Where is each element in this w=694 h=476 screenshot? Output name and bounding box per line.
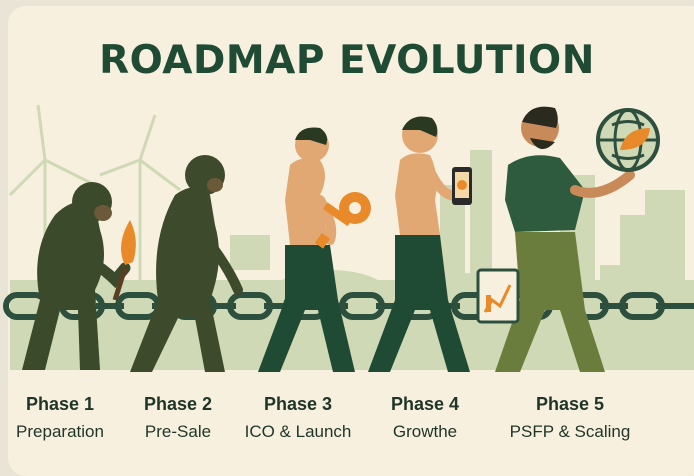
phase-number: Phase 2 (143, 394, 213, 414)
evolution-illustration (3, 104, 694, 372)
human-with-key-icon (258, 127, 371, 372)
phase-name: Growthe (392, 422, 458, 441)
early-hominid-icon (130, 155, 243, 372)
phase-number: Phase 5 (535, 394, 605, 414)
globe-icon (596, 108, 660, 172)
key-icon (314, 192, 371, 249)
man-with-globe-icon (476, 106, 660, 372)
growth-chart-icon (476, 268, 520, 324)
phase-number: Phase 4 (390, 394, 460, 414)
phase-number: Phase 3 (263, 394, 333, 414)
ape-with-torch-icon (22, 182, 136, 370)
phase-number: Phase 1 (25, 394, 95, 414)
phase-name: PSFP & Scaling (509, 422, 631, 441)
phase-name: ICO & Launch (244, 422, 352, 441)
solar-panel-icon (230, 235, 270, 270)
phase-5: Phase 5 PSFP & Scaling (495, 393, 645, 443)
phase-name: Pre-Sale (144, 422, 212, 441)
phase-2: Phase 2 Pre-Sale (128, 393, 228, 443)
phase-1: Phase 1 Preparation (10, 393, 110, 443)
phase-name: Preparation (16, 422, 104, 441)
phone-icon (452, 167, 472, 205)
phase-3: Phase 3 ICO & Launch (238, 393, 358, 443)
phase-4: Phase 4 Growthe (375, 393, 475, 443)
human-with-phone-icon (368, 116, 472, 372)
wind-turbine-icon (99, 114, 181, 300)
building-icon (470, 150, 492, 305)
page-title: ROADMAP EVOLUTION (99, 38, 595, 83)
